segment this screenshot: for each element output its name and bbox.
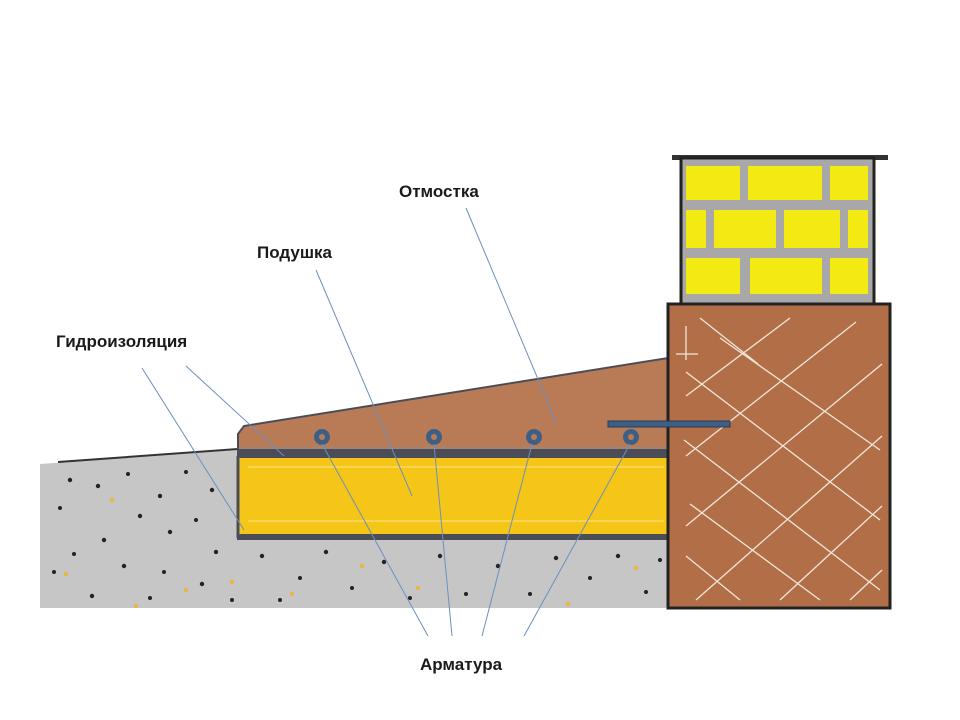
label-podushka: Подушка [257,243,332,262]
leader-armatura-1 [321,443,429,637]
rebar-bar-1 [314,429,330,445]
rebar [314,420,731,445]
foundation-wall [666,302,892,610]
label-armatura: Арматура [420,655,503,674]
leader-podushka [315,269,413,497]
rebar-bar-3 [526,429,542,445]
waterproofing-bottom [237,534,668,540]
leader-lines [141,207,631,637]
ground-soil [40,448,668,609]
rebar-bar-2 [426,429,442,445]
cushion-layer [237,458,668,535]
blind-area-slab [237,356,669,453]
label-otmostka: Отмостка [399,182,479,201]
leader-armatura-4 [523,443,631,637]
leader-armatura-2 [433,443,453,637]
label-gidroizolyaciya: Гидроизоляция [56,332,188,351]
rebar-anchor [607,420,731,428]
brick-wall [672,155,888,306]
leader-armatura-3 [481,443,533,637]
waterproofing-layer [237,449,668,458]
leader-gidro-1 [141,367,245,531]
leader-otmostka [465,207,557,423]
rebar-bar-4 [623,429,639,445]
leader-gidro-2 [185,365,285,457]
